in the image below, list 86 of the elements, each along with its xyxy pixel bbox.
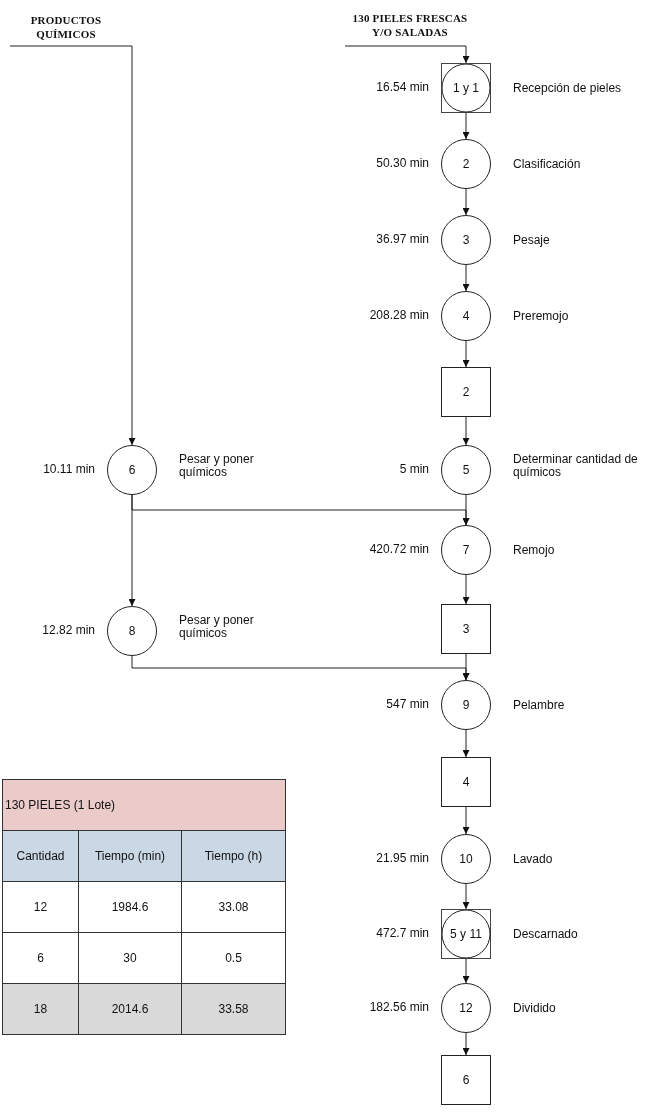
step-description: Recepción de pieles bbox=[513, 81, 623, 95]
duration-label: 182.56 min bbox=[369, 1001, 429, 1014]
step-description: Lavado bbox=[513, 852, 554, 866]
step-number: 7 bbox=[462, 543, 470, 557]
inspection-square bbox=[441, 604, 491, 654]
step-description: Pesar y poner químicos bbox=[179, 614, 255, 640]
arrow bbox=[128, 494, 136, 607]
step-number: 6 bbox=[128, 463, 136, 477]
duration-label: 12.82 min bbox=[42, 624, 95, 637]
step-description: Dividido bbox=[513, 1001, 557, 1015]
step-number: 2 bbox=[462, 385, 470, 399]
arrow bbox=[462, 958, 470, 984]
arrow bbox=[462, 188, 470, 216]
arrow bbox=[344, 45, 470, 64]
combined-operation-symbol bbox=[441, 909, 491, 959]
step-number: 5 bbox=[462, 463, 470, 477]
table-cell: 12 bbox=[2, 881, 79, 933]
step-number: 6 bbox=[462, 1073, 470, 1087]
step-number: 3 bbox=[462, 622, 470, 636]
step-number: 9 bbox=[462, 698, 470, 712]
duration-label: 16.54 min bbox=[376, 81, 429, 94]
column-header-cell: Tiempo (min) bbox=[78, 830, 182, 882]
column-header-cell: Tiempo (h) bbox=[181, 830, 286, 882]
duration-label: 208.28 min bbox=[369, 309, 429, 322]
arrow bbox=[462, 806, 470, 835]
step-number: 4 bbox=[462, 309, 470, 323]
step-number: 1 y 1 bbox=[453, 81, 479, 95]
step-number: 4 bbox=[462, 775, 470, 789]
arrow bbox=[462, 340, 470, 368]
step-description: Pesar y poner químicos bbox=[179, 453, 255, 479]
step-description: Descarnado bbox=[513, 927, 579, 941]
table-cell: 33.08 bbox=[181, 881, 286, 933]
step-number: 8 bbox=[128, 624, 136, 638]
step-description: Remojo bbox=[513, 543, 556, 557]
operation-circle bbox=[441, 445, 491, 495]
column-header-cell: Cantidad bbox=[2, 830, 79, 882]
operation-circle bbox=[441, 291, 491, 341]
arrow bbox=[462, 416, 470, 446]
inspection-square bbox=[441, 757, 491, 807]
inspection-square bbox=[441, 367, 491, 417]
operation-circle bbox=[107, 606, 157, 656]
step-number: 5 y 11 bbox=[450, 927, 482, 941]
table-cell: 1984.6 bbox=[78, 881, 182, 933]
step-number: 10 bbox=[459, 852, 473, 866]
table-cell: 30 bbox=[78, 932, 182, 984]
step-description: Pesaje bbox=[513, 233, 551, 247]
step-description: Pelambre bbox=[513, 698, 566, 712]
input-label: 130 PIELES FRESCAS Y/O SALADAS bbox=[351, 11, 469, 39]
duration-label: 10.11 min bbox=[43, 463, 95, 476]
duration-label: 547 min bbox=[386, 698, 429, 711]
arrow bbox=[462, 883, 470, 910]
combined-operation-symbol bbox=[441, 63, 491, 113]
duration-label: 36.97 min bbox=[376, 233, 429, 246]
step-description: Preremojo bbox=[513, 309, 570, 323]
table-cell: 33.58 bbox=[181, 983, 286, 1035]
step-number: 3 bbox=[462, 233, 470, 247]
arrow bbox=[131, 655, 470, 681]
arrow bbox=[462, 729, 470, 758]
operation-circle bbox=[441, 983, 491, 1033]
operation-circle bbox=[441, 525, 491, 575]
arrow bbox=[462, 574, 470, 605]
operation-circle bbox=[441, 139, 491, 189]
arrow bbox=[462, 112, 470, 140]
operation-circle bbox=[441, 215, 491, 265]
arrow bbox=[462, 1032, 470, 1056]
duration-label: 5 min bbox=[399, 463, 429, 476]
step-number: 12 bbox=[459, 1001, 473, 1015]
duration-label: 50.30 min bbox=[376, 157, 429, 170]
table-cell: 18 bbox=[2, 983, 79, 1035]
arrow bbox=[462, 264, 470, 292]
duration-label: 21.95 min bbox=[376, 852, 429, 865]
operation-circle bbox=[441, 680, 491, 730]
step-description: Determinar cantidad de químicos bbox=[513, 453, 639, 479]
input-label: PRODUCTOS QUÍMICOS bbox=[29, 13, 103, 41]
table-cell: 0.5 bbox=[181, 932, 286, 984]
inspection-square bbox=[441, 1055, 491, 1105]
operation-circle bbox=[441, 834, 491, 884]
arrow bbox=[9, 45, 136, 446]
duration-label: 472.7 min bbox=[376, 927, 429, 940]
step-number: 2 bbox=[462, 157, 470, 171]
table-title-cell: 130 PIELES (1 Lote) bbox=[2, 779, 286, 831]
duration-label: 420.72 min bbox=[369, 543, 429, 556]
table-cell: 2014.6 bbox=[78, 983, 182, 1035]
operation-circle bbox=[107, 445, 157, 495]
table-cell: 6 bbox=[2, 932, 79, 984]
step-description: Clasificación bbox=[513, 157, 582, 171]
